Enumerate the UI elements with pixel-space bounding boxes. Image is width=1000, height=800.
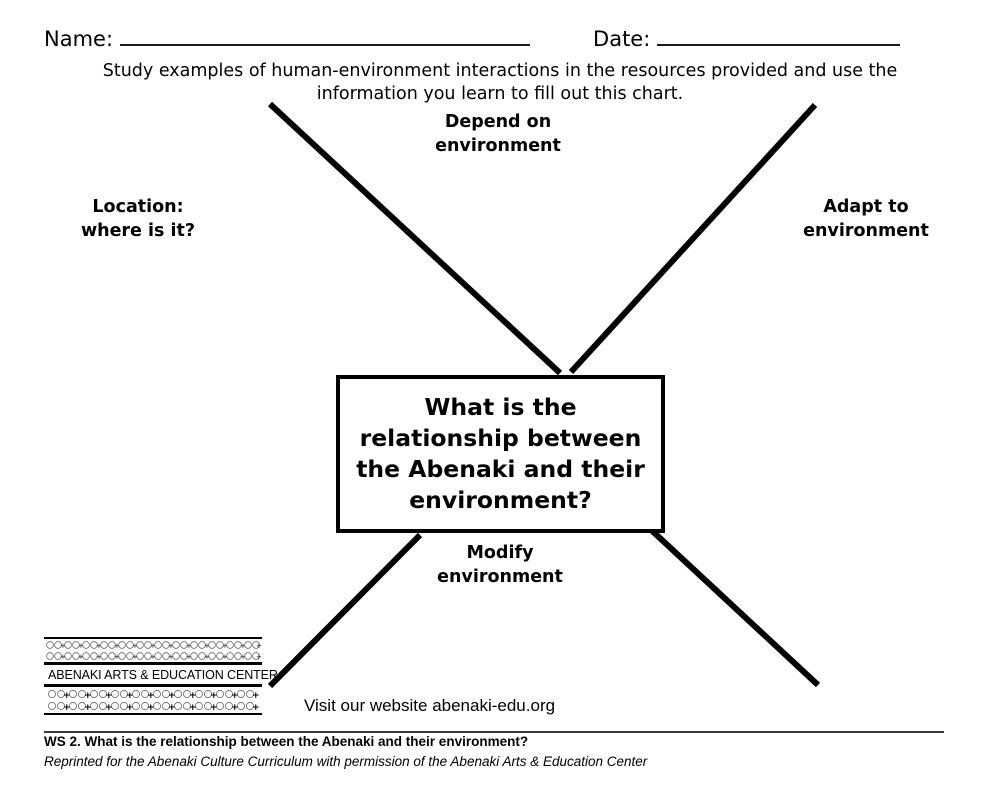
name-date-row: Name: Date: bbox=[44, 24, 956, 54]
branch-label-adapt-to-environment: Adapt to environment bbox=[803, 197, 929, 242]
svg-text:+: + bbox=[114, 653, 120, 661]
svg-text:+: + bbox=[168, 703, 176, 713]
logo-beadwork-band-top-icon: + + + + + + + + + + + + + + + + + + + + + + + + bbox=[44, 637, 262, 664]
date-label: Date: bbox=[593, 27, 651, 51]
svg-text:+: + bbox=[60, 642, 66, 650]
svg-text:+: + bbox=[105, 703, 113, 713]
svg-text:+: + bbox=[168, 691, 176, 701]
svg-text:+: + bbox=[126, 703, 134, 713]
svg-text:+: + bbox=[240, 642, 246, 650]
svg-text:+: + bbox=[96, 642, 102, 650]
footer-worksheet-title: WS 2. What is the relationship between t… bbox=[44, 734, 529, 749]
branch-label-modify-environment: Modify environment bbox=[437, 543, 563, 588]
svg-text:+: + bbox=[150, 642, 156, 650]
logo-organization-name: ABENAKI ARTS & EDUCATION CENTER bbox=[44, 664, 278, 685]
central-question-text: What is the relationship between the Abe… bbox=[356, 392, 645, 515]
svg-text:+: + bbox=[189, 703, 197, 713]
svg-text:+: + bbox=[114, 642, 120, 650]
svg-text:+: + bbox=[189, 691, 197, 701]
svg-text:+: + bbox=[252, 691, 260, 701]
connector-line-bottom-right bbox=[645, 524, 821, 688]
svg-text:+: + bbox=[147, 691, 155, 701]
svg-text:+: + bbox=[256, 653, 262, 661]
svg-text:+: + bbox=[204, 642, 210, 650]
svg-text:+: + bbox=[252, 703, 260, 713]
svg-text:+: + bbox=[105, 691, 113, 701]
svg-text:+: + bbox=[84, 691, 92, 701]
svg-text:+: + bbox=[63, 691, 71, 701]
svg-text:+: + bbox=[60, 653, 66, 661]
svg-text:+: + bbox=[132, 653, 138, 661]
date-group: Date: bbox=[593, 24, 901, 51]
footer-credit-line: Reprinted for the Abenaki Culture Curric… bbox=[44, 754, 648, 769]
svg-text:+: + bbox=[240, 653, 246, 661]
footer-divider bbox=[44, 731, 944, 733]
svg-text:+: + bbox=[186, 653, 192, 661]
instructions-text: Study examples of human-environment inte… bbox=[102, 61, 898, 105]
svg-text:+: + bbox=[147, 703, 155, 713]
organization-logo: + + + + + + + + + + + + + + + + + + + + + + + + ABENAKI … bbox=[44, 637, 278, 715]
svg-text:+: + bbox=[222, 653, 228, 661]
svg-text:+: + bbox=[150, 653, 156, 661]
svg-text:+: + bbox=[84, 703, 92, 713]
svg-text:+: + bbox=[168, 653, 174, 661]
connector-line-top-right bbox=[568, 102, 818, 375]
svg-text:+: + bbox=[63, 703, 71, 713]
svg-text:+: + bbox=[168, 642, 174, 650]
central-question-box: What is the relationship between the Abe… bbox=[336, 375, 665, 533]
logo-beadwork-band-bottom-icon: + + + + + + + + + + + + + + + + + + + + bbox=[44, 685, 262, 715]
connector-line-top-left bbox=[267, 101, 563, 376]
svg-text:+: + bbox=[210, 691, 218, 701]
branch-label-location: Location: where is it? bbox=[80, 197, 196, 242]
svg-text:+: + bbox=[210, 703, 218, 713]
svg-text:+: + bbox=[231, 691, 239, 701]
name-label: Name: bbox=[44, 27, 114, 51]
website-text: Visit our website abenaki-edu.org bbox=[304, 696, 556, 715]
svg-text:+: + bbox=[126, 691, 134, 701]
svg-text:+: + bbox=[222, 642, 228, 650]
svg-text:+: + bbox=[256, 642, 262, 650]
name-input-blank[interactable] bbox=[120, 24, 531, 46]
svg-text:+: + bbox=[96, 653, 102, 661]
branch-label-depend-on-environment: Depend on environment bbox=[435, 112, 561, 157]
connector-line-bottom-left bbox=[267, 532, 423, 689]
svg-text:+: + bbox=[132, 642, 138, 650]
svg-text:+: + bbox=[231, 703, 239, 713]
date-input-blank[interactable] bbox=[657, 24, 901, 46]
svg-text:+: + bbox=[186, 642, 192, 650]
svg-text:+: + bbox=[78, 642, 84, 650]
svg-text:+: + bbox=[204, 653, 210, 661]
svg-text:+: + bbox=[78, 653, 84, 661]
